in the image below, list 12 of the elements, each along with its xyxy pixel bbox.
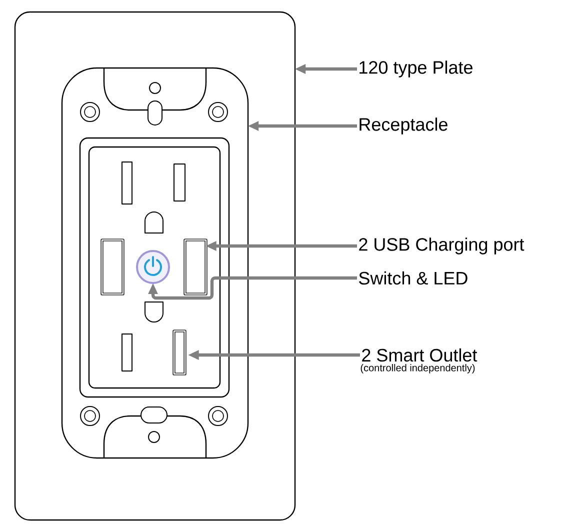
usb-port [184, 238, 208, 296]
switch-button [136, 250, 170, 284]
callout-label: Switch & LED [359, 271, 468, 285]
callout-label: 120 type Plate [360, 60, 472, 78]
callout-label: 2 Smart Outlet [362, 348, 478, 362]
note-text: (controlled independently) [360, 364, 475, 374]
outlet-slot [172, 330, 186, 376]
callout-label: Receptacle [360, 118, 448, 134]
arrow [148, 276, 357, 300]
wall-plate [14, 11, 296, 521]
callout-label: 2 USB Charging port [359, 238, 524, 254]
receptacle-body [61, 67, 249, 459]
